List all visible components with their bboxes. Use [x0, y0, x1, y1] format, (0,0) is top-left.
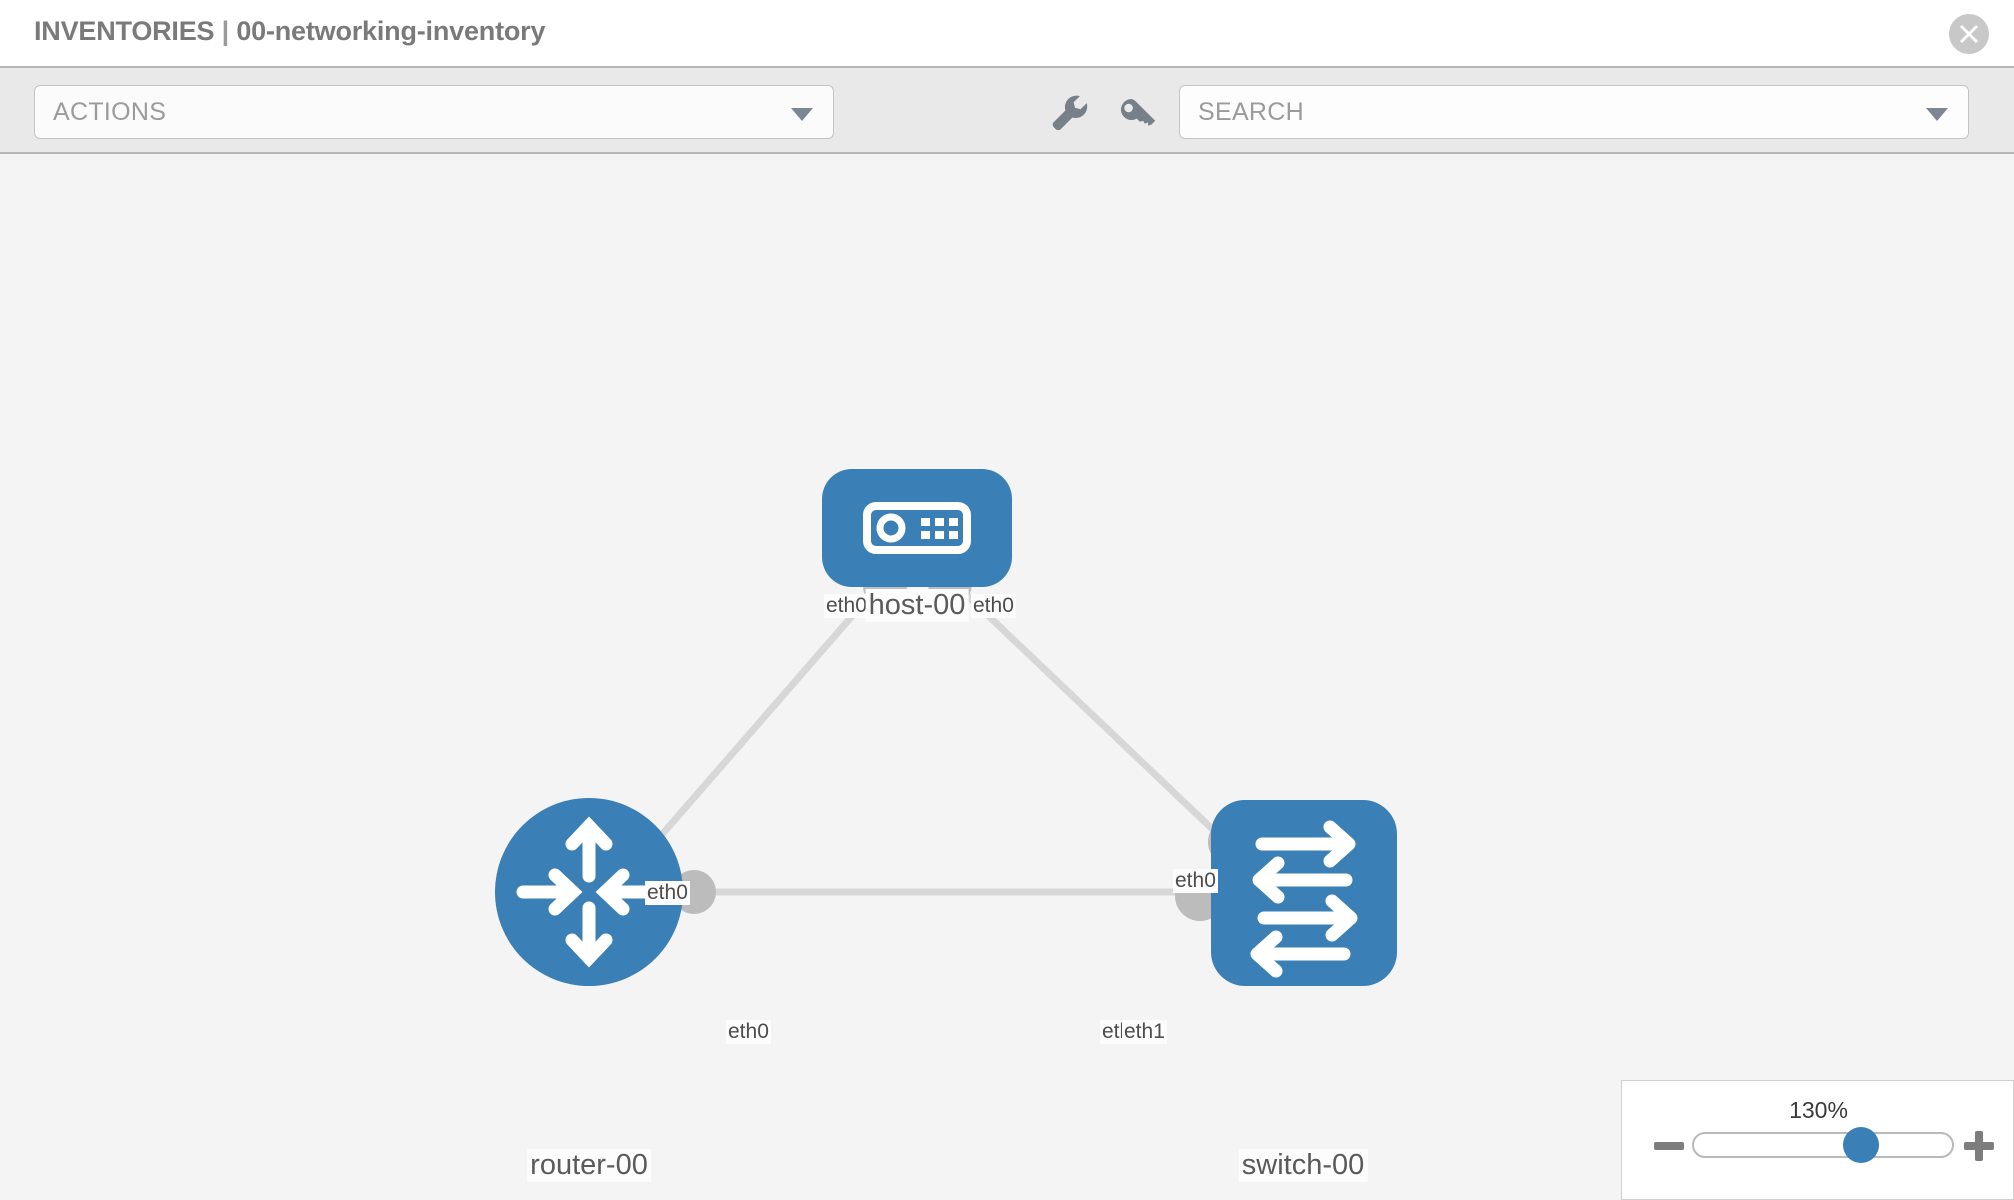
breadcrumb-separator: |: [221, 16, 230, 46]
zoom-slider-handle[interactable]: [1843, 1127, 1879, 1163]
search-input[interactable]: SEARCH: [1179, 85, 1969, 139]
actions-dropdown[interactable]: ACTIONS: [34, 85, 834, 139]
close-icon[interactable]: [1949, 14, 1989, 54]
breadcrumb-current: 00-networking-inventory: [236, 16, 546, 46]
link-host00-router00: [642, 581, 883, 857]
actions-dropdown-label: ACTIONS: [53, 98, 167, 126]
node-switch-00[interactable]: [1211, 800, 1397, 986]
breadcrumb: INVENTORIES | 00-networking-inventory: [34, 16, 545, 47]
node-router-00[interactable]: [495, 798, 683, 986]
topology-links: [642, 581, 1240, 896]
key-icon[interactable]: [1114, 88, 1162, 136]
zoom-out-button[interactable]: [1652, 1129, 1686, 1163]
node-host-00[interactable]: [822, 469, 1012, 587]
interface-label: eth0: [824, 594, 869, 618]
node-label-switch-00: switch-00: [1238, 1149, 1368, 1182]
zoom-level-label: 130%: [1789, 1097, 1848, 1123]
interface-label: eth0: [1173, 869, 1218, 893]
chevron-down-icon[interactable]: [1926, 108, 1948, 121]
breadcrumb-root[interactable]: INVENTORIES: [34, 16, 215, 46]
interface-label: eth1: [1122, 1020, 1167, 1044]
chevron-down-icon: [791, 108, 813, 121]
interface-label: eth0: [971, 594, 1016, 618]
search-placeholder: SEARCH: [1198, 98, 1304, 126]
window-header: INVENTORIES | 00-networking-inventory: [0, 0, 2014, 68]
node-label-router-00: router-00: [527, 1149, 651, 1182]
toolbar: ACTIONS SEARCH: [0, 68, 2014, 154]
zoom-slider-track[interactable]: [1692, 1132, 1954, 1158]
wrench-icon[interactable]: [1044, 88, 1092, 136]
interface-label: eth0: [726, 1020, 771, 1044]
topology-graph: [495, 469, 1397, 986]
interface-label: eth0: [645, 881, 690, 905]
topology-canvas[interactable]: eth0 eth0 eth0 eth0 eth0 eth0 eth1 host-…: [0, 154, 2014, 1200]
node-label-host-00: host-00: [865, 589, 969, 622]
zoom-in-button[interactable]: [1962, 1129, 1996, 1163]
zoom-control-panel: 130%: [1621, 1080, 2014, 1200]
link-host00-switch00: [952, 581, 1231, 847]
